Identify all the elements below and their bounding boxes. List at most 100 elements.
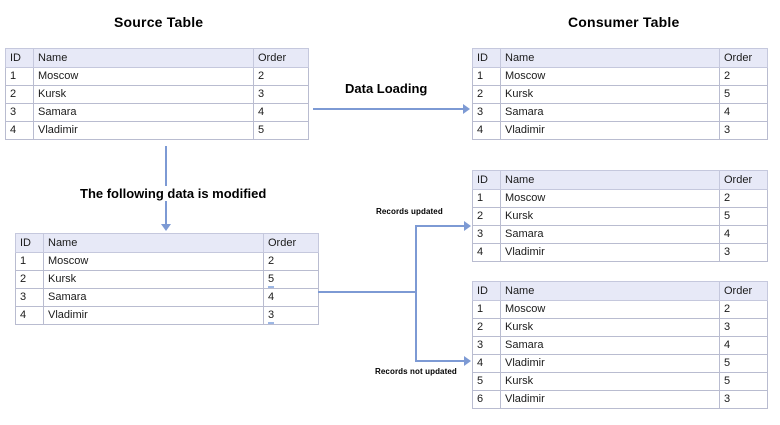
column-header-name: Name <box>33 48 254 68</box>
cell-order: 2 <box>719 67 768 86</box>
column-header-order: Order <box>719 48 768 68</box>
cell-name: Kursk <box>500 318 720 337</box>
cell-order: 3 <box>253 85 309 104</box>
cell-name: Vladimir <box>500 121 720 140</box>
column-header-order: Order <box>719 170 768 190</box>
cell-name: Vladimir <box>500 390 720 409</box>
connector-branch-vertical <box>415 225 417 361</box>
cell-id: 4 <box>15 306 44 325</box>
column-header-id: ID <box>15 233 44 253</box>
cell-order: 5 <box>253 121 309 140</box>
label-data-loading: Data Loading <box>345 81 428 96</box>
cell-order: 2 <box>719 300 768 319</box>
cell-order: 4 <box>719 336 768 355</box>
cell-name: Samara <box>43 288 264 307</box>
cell-order: 5 <box>719 207 768 226</box>
cell-name: Moscow <box>500 67 720 86</box>
cell-order: 5 <box>263 270 319 289</box>
consumer-table-title: Consumer Table <box>568 14 680 30</box>
cell-id: 2 <box>472 207 501 226</box>
column-header-id: ID <box>472 170 501 190</box>
cell-id: 4 <box>5 121 34 140</box>
cell-name: Kursk <box>500 85 720 104</box>
cell-name: Vladimir <box>500 243 720 262</box>
cell-id: 1 <box>15 252 44 271</box>
cell-order: 2 <box>263 252 319 271</box>
cell-id: 4 <box>472 354 501 373</box>
cell-order: 3 <box>719 318 768 337</box>
label-data-modified: The following data is modified <box>77 186 270 201</box>
cell-name: Vladimir <box>43 306 264 325</box>
cell-order: 3 <box>263 306 319 325</box>
cell-order: 3 <box>719 390 768 409</box>
cell-name: Samara <box>500 336 720 355</box>
cell-id: 2 <box>472 318 501 337</box>
cell-name: Samara <box>500 225 720 244</box>
column-header-order: Order <box>253 48 309 68</box>
cell-id: 1 <box>472 300 501 319</box>
label-records-updated: Records updated <box>374 207 445 216</box>
column-header-id: ID <box>472 48 501 68</box>
cell-name: Moscow <box>500 300 720 319</box>
column-header-order: Order <box>719 281 768 301</box>
table-header-row: ID Name Order <box>5 48 309 68</box>
column-header-id: ID <box>5 48 34 68</box>
changed-value-marker: 5 <box>268 273 275 288</box>
cell-id: 2 <box>5 85 34 104</box>
cell-id: 1 <box>472 67 501 86</box>
cell-id: 2 <box>472 85 501 104</box>
connector-records-updated-arrowhead <box>464 221 471 231</box>
cell-id: 1 <box>5 67 34 86</box>
column-header-name: Name <box>43 233 264 253</box>
cell-id: 1 <box>472 189 501 208</box>
cell-order: 4 <box>263 288 319 307</box>
table-header-row: ID Name Order <box>472 170 768 190</box>
cell-order: 2 <box>253 67 309 86</box>
cell-name: Kursk <box>43 270 264 289</box>
cell-name: Kursk <box>33 85 254 104</box>
cell-order: 2 <box>719 189 768 208</box>
table-header-row: ID Name Order <box>472 281 768 301</box>
cell-id: 3 <box>472 225 501 244</box>
connector-records-not-updated-line <box>415 360 467 362</box>
cell-order: 5 <box>719 85 768 104</box>
cell-name: Kursk <box>500 207 720 226</box>
table-header-row: ID Name Order <box>472 48 768 68</box>
column-header-name: Name <box>500 170 720 190</box>
connector-records-not-updated-arrowhead <box>464 356 471 366</box>
cell-id: 5 <box>472 372 501 391</box>
column-header-name: Name <box>500 281 720 301</box>
cell-id: 3 <box>472 336 501 355</box>
cell-order: 4 <box>253 103 309 122</box>
connector-data-loading-line <box>313 108 465 110</box>
cell-id: 4 <box>472 243 501 262</box>
cell-name: Moscow <box>500 189 720 208</box>
changed-value-marker: 3 <box>268 309 275 324</box>
cell-id: 2 <box>15 270 44 289</box>
cell-order: 4 <box>719 103 768 122</box>
